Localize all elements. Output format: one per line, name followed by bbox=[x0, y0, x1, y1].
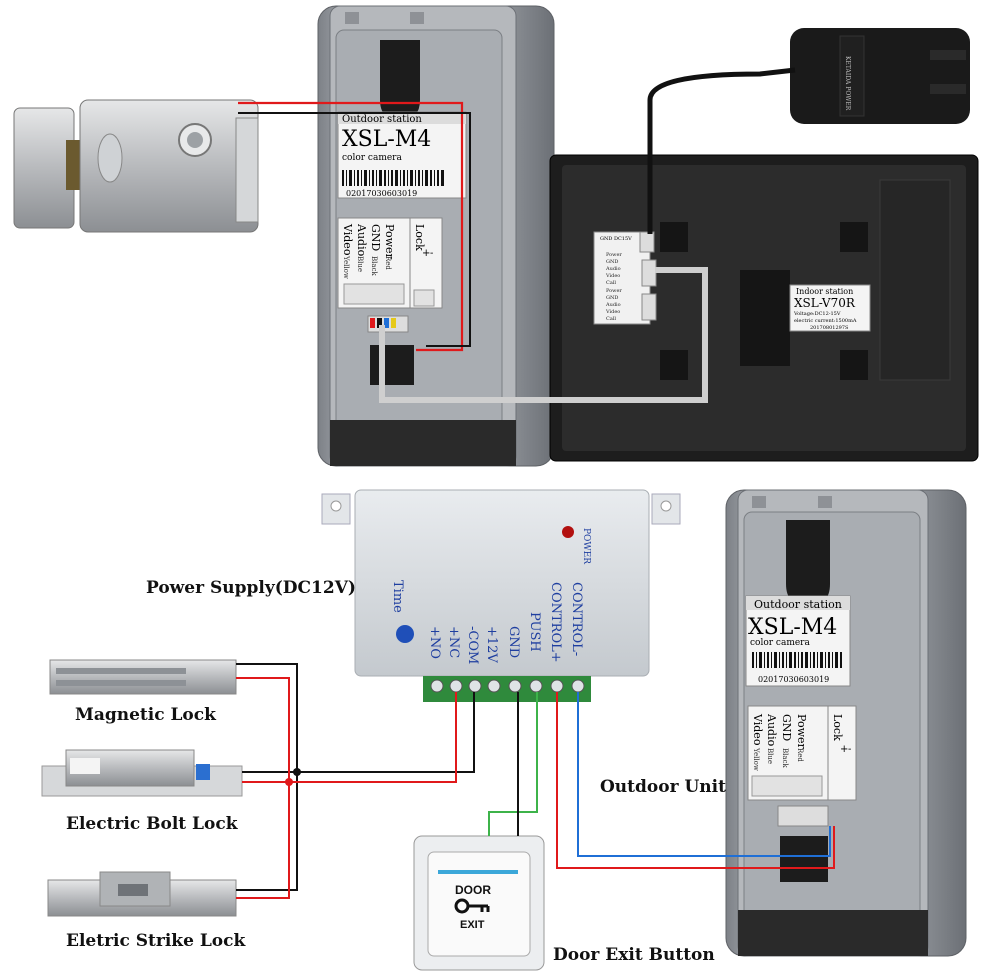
outdoor-top-terminal-video: Video bbox=[341, 223, 354, 256]
psu-terminal-com: -COM bbox=[465, 626, 480, 664]
outdoor-bottom-lock-label: Lock bbox=[831, 714, 844, 741]
power-supply-label: Power Supply(DC12V) bbox=[146, 578, 356, 598]
outdoor-top-terminal-power: Power bbox=[383, 224, 396, 260]
indoor-port-audio-2: Audio bbox=[605, 302, 621, 308]
outdoor-bottom-serial: 02017030603019 bbox=[758, 675, 829, 684]
indoor-spec: Voltage:DC12-15V bbox=[793, 311, 841, 317]
indoor-monitor-back bbox=[549, 154, 979, 462]
outdoor-bottom-color-yellow: Yellow bbox=[752, 747, 760, 771]
indoor-port-video-2: Video bbox=[605, 309, 620, 315]
indoor-port-call-2: Call bbox=[606, 316, 616, 322]
indoor-port-gnd-2: GND bbox=[606, 295, 618, 301]
outdoor-bottom-header: Outdoor station bbox=[754, 598, 842, 611]
psu-terminal-12v: +12V bbox=[484, 626, 499, 663]
outdoor-top-lock-label: Lock bbox=[413, 224, 426, 251]
indoor-port-gnd-1: GND bbox=[606, 259, 618, 265]
outdoor-bottom-subtitle: color camera bbox=[750, 638, 810, 648]
electric-bolt-lock bbox=[41, 749, 243, 797]
outdoor-top-color-black: Black bbox=[370, 256, 378, 276]
outdoor-top-lock-minus: - bbox=[430, 248, 433, 259]
psu-time-label: Time bbox=[390, 580, 405, 613]
psu-terminal-push: PUSH bbox=[527, 612, 542, 652]
outdoor-bottom-terminal-audio: Audio bbox=[765, 713, 778, 747]
outdoor-top-color-yellow: Yellow bbox=[342, 255, 350, 279]
outdoor-top-color-blue: Blue bbox=[356, 256, 364, 272]
psu-terminal-control-plus: CONTROL+ bbox=[548, 582, 563, 663]
magnetic-lock bbox=[49, 659, 237, 695]
outdoor-top-subtitle: color camera bbox=[342, 153, 402, 163]
indoor-port-audio-1: Audio bbox=[605, 266, 621, 272]
electric-strike-lock bbox=[47, 871, 237, 917]
bottom-wires bbox=[236, 663, 835, 899]
outdoor-top-lock-plus: + bbox=[422, 248, 430, 259]
indoor-port-power-2: Power bbox=[606, 288, 622, 294]
psu-terminal-gnd: GND bbox=[506, 626, 521, 658]
psu-terminal-control-minus: CONTROL- bbox=[569, 582, 584, 656]
power-adapter bbox=[790, 28, 970, 124]
outdoor-top-model: XSL-M4 bbox=[342, 127, 431, 152]
indoor-serial: 20170801297S bbox=[810, 325, 849, 331]
outdoor-top-serial: 02017030603019 bbox=[346, 189, 417, 198]
outdoor-bottom-model: XSL-M4 bbox=[748, 615, 837, 640]
outdoor-top-terminal-audio: Audio bbox=[355, 223, 368, 257]
exit-button-device bbox=[413, 835, 545, 971]
outdoor-bottom-terminal-video: Video bbox=[751, 713, 764, 746]
exit-button-text: DOOR EXIT bbox=[455, 883, 491, 931]
outdoor-bottom-label: Outdoor station XSL-M4 color camera 0201… bbox=[748, 598, 851, 771]
outdoor-bottom-terminal-gnd: GND bbox=[780, 714, 793, 741]
indoor-model: XSL-V70R bbox=[794, 296, 856, 310]
top-wires bbox=[238, 67, 796, 403]
outdoor-bottom-color-black: Black bbox=[781, 748, 789, 768]
exit-button-door: DOOR bbox=[455, 883, 491, 897]
psu-labels: POWER Time +NO +NC -COM +12V GND PUSH CO… bbox=[390, 528, 591, 664]
outdoor-top-label: Outdoor station XSL-M4 color camera 0201… bbox=[341, 114, 433, 279]
indoor-dc-label: GND DC15V bbox=[600, 236, 632, 242]
psu-terminal-nc: +NC bbox=[446, 626, 461, 658]
indoor-port-video-1: Video bbox=[605, 273, 620, 279]
indoor-port-power-1: Power bbox=[606, 252, 622, 258]
outdoor-bottom-color-blue: Blue bbox=[766, 748, 774, 764]
rim-lock bbox=[13, 99, 259, 233]
indoor-current: electric current:1500mA bbox=[794, 318, 857, 324]
adapter-text: KETAIDA POWER bbox=[844, 56, 851, 111]
indoor-port-call-1: Call bbox=[606, 280, 616, 286]
outdoor-bottom-lock-plus: + bbox=[840, 744, 848, 755]
magnetic-lock-label: Magnetic Lock bbox=[75, 705, 216, 725]
power-supply-box bbox=[321, 489, 681, 702]
strike-lock-label: Eletric Strike Lock bbox=[66, 931, 246, 951]
indoor-label: Indoor station XSL-V70R Voltage:DC12-15V… bbox=[600, 236, 857, 331]
psu-terminal-no: +NO bbox=[427, 626, 442, 659]
indoor-header: Indoor station bbox=[796, 287, 853, 296]
electric-bolt-lock-label: Electric Bolt Lock bbox=[66, 814, 238, 834]
outdoor-top-terminal-gnd: GND bbox=[369, 224, 382, 251]
psu-power-label: POWER bbox=[581, 528, 591, 564]
outdoor-bottom-terminal-power: Power bbox=[795, 714, 808, 750]
outdoor-top-color-red: Red bbox=[384, 256, 392, 270]
outdoor-bottom-lock-minus: - bbox=[848, 744, 851, 755]
outdoor-top-header: Outdoor station bbox=[342, 114, 422, 125]
outdoor-station-top bbox=[317, 5, 555, 467]
door-exit-button-label: Door Exit Button bbox=[553, 945, 715, 965]
outdoor-unit-bottom bbox=[725, 489, 967, 957]
exit-button-exit: EXIT bbox=[460, 919, 485, 931]
outdoor-unit-label: Outdoor Unit bbox=[600, 777, 726, 797]
outdoor-bottom-color-red: Red bbox=[796, 748, 804, 762]
